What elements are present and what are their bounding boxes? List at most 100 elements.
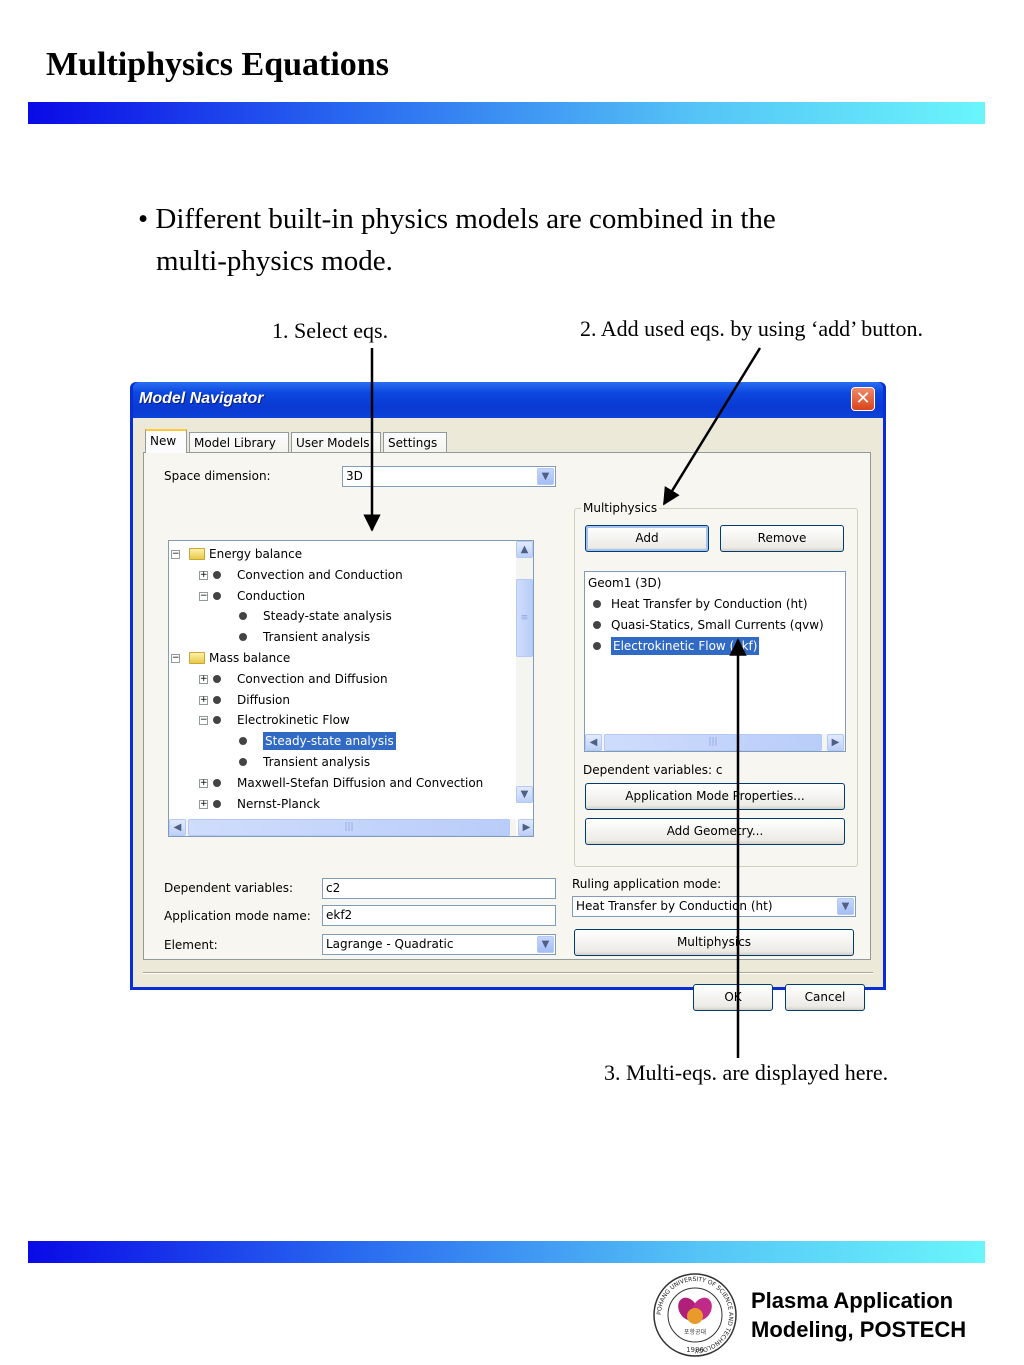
- scroll-thumb-h[interactable]: |||: [188, 819, 510, 836]
- tree-expand-icon[interactable]: +: [199, 777, 208, 788]
- tree-item[interactable]: Steady-state analysis: [263, 732, 396, 751]
- ok-button[interactable]: OK: [693, 984, 773, 1011]
- space-dimension-combo[interactable]: 3D ▼: [342, 466, 556, 487]
- gear-icon: [593, 621, 601, 629]
- tree-collapse-icon[interactable]: −: [199, 590, 208, 601]
- annotation-multi-eqs: 3. Multi-eqs. are displayed here.: [604, 1060, 889, 1085]
- tree-item[interactable]: Nernst-Planck: [237, 796, 321, 811]
- cancel-button[interactable]: Cancel: [785, 984, 865, 1011]
- gear-icon: [593, 642, 601, 650]
- multiphysics-button[interactable]: Multiphysics: [574, 929, 854, 956]
- scroll-left-button[interactable]: ◀: [169, 819, 186, 836]
- chevron-down-icon[interactable]: ▼: [537, 936, 554, 953]
- tab-pane-new: Space dimension: 3D ▼ ▲ ≡ ▼ ◀ ||| ▶ − Ene…: [143, 452, 871, 960]
- chevron-down-icon[interactable]: ▼: [537, 468, 554, 485]
- dialog-client: New Model Library User Models Settings S…: [133, 418, 883, 1011]
- tree-item[interactable]: Transient analysis: [263, 630, 371, 645]
- scroll-right-button[interactable]: ▶: [827, 734, 844, 751]
- tab-settings[interactable]: Settings: [383, 432, 447, 452]
- dependent-variables-label: Dependent variables:: [164, 881, 294, 895]
- tree-expand-icon[interactable]: +: [199, 569, 208, 580]
- dialog-divider: [143, 972, 873, 974]
- tree-item[interactable]: Convection and Conduction: [237, 567, 403, 582]
- scroll-thumb[interactable]: ≡: [516, 579, 533, 657]
- add-button[interactable]: Add: [585, 525, 709, 552]
- application-mode-name-label: Application mode name:: [164, 909, 311, 923]
- scroll-right-button[interactable]: ▶: [518, 819, 533, 836]
- gear-icon: [213, 591, 221, 600]
- tree-hscroll[interactable]: ◀ ||| ▶: [169, 819, 533, 836]
- element-value: Lagrange - Quadratic: [326, 937, 454, 951]
- folder-icon: [189, 548, 205, 560]
- postech-logo: POHANG UNIVERSITY OF SCIENCE AND TECHNOL…: [653, 1273, 737, 1357]
- tree-item[interactable]: Maxwell-Stefan Diffusion and Convection: [237, 775, 484, 790]
- tree-item[interactable]: Conduction: [237, 588, 306, 603]
- multiphysics-group-label: Multiphysics: [581, 501, 660, 515]
- tree-collapse-icon[interactable]: −: [199, 715, 208, 726]
- tree-item[interactable]: Electrokinetic Flow: [237, 713, 350, 728]
- footer-line-2: Modeling, POSTECH: [751, 1317, 967, 1342]
- application-mode-name-value: ekf2: [326, 908, 353, 922]
- tree-item[interactable]: Convection and Diffusion: [237, 671, 388, 686]
- slide-title: Multiphysics Equations: [46, 46, 389, 83]
- space-dimension-value: 3D: [346, 469, 363, 483]
- tree-item[interactable]: Transient analysis: [263, 755, 371, 769]
- dependent-variables-value: c2: [326, 881, 341, 895]
- scroll-up-button[interactable]: ▲: [516, 541, 533, 558]
- gear-icon: [239, 758, 247, 766]
- scroll-left-button[interactable]: ◀: [585, 734, 602, 751]
- gear-icon: [593, 600, 601, 608]
- geom-header: Geom1 (3D): [588, 576, 662, 590]
- multiphysics-mode-item[interactable]: Quasi-Statics, Small Currents (qvw): [611, 618, 824, 632]
- multiphysics-group: Multiphysics Add Remove Geom1 (3D) ◀ |||…: [574, 501, 858, 867]
- gear-icon: [239, 633, 247, 642]
- remove-button[interactable]: Remove: [720, 525, 844, 552]
- annotation-add-eqs: 2. Add used eqs. by using ‘add’ button.: [580, 316, 924, 341]
- multiphysics-mode-item[interactable]: Electrokinetic Flow (ekf): [611, 637, 760, 655]
- tree-expand-icon[interactable]: +: [199, 673, 208, 684]
- folder-icon: [189, 652, 205, 664]
- bullet-text: • Different built-in physics models are …: [138, 198, 776, 282]
- tree-expand-icon[interactable]: +: [199, 694, 208, 705]
- element-combo[interactable]: Lagrange - Quadratic ▼: [322, 934, 556, 955]
- ruling-combo[interactable]: Heat Transfer by Conduction (ht) ▼: [572, 896, 856, 917]
- tree-item[interactable]: Steady-state analysis: [263, 609, 392, 624]
- scroll-thumb-h[interactable]: |||: [604, 734, 822, 751]
- gear-icon: [239, 612, 247, 621]
- tab-model-library[interactable]: Model Library: [189, 432, 289, 452]
- scroll-down-button[interactable]: ▼: [516, 786, 533, 803]
- element-label: Element:: [164, 938, 218, 952]
- tree-item[interactable]: Mass balance: [209, 651, 291, 665]
- bullet-line-2: multi-physics mode.: [156, 245, 393, 277]
- dialog-title: Model Navigator: [139, 390, 264, 407]
- tab-user-models[interactable]: User Models: [291, 432, 381, 452]
- application-mode-name-input[interactable]: ekf2: [322, 905, 556, 926]
- multiphysics-listbox[interactable]: Geom1 (3D) ◀ ||| ▶ Heat Transfer by Cond…: [584, 571, 846, 752]
- gear-icon: [213, 695, 221, 704]
- top-gradient-band: [28, 102, 985, 124]
- add-geometry-button[interactable]: Add Geometry...: [585, 818, 845, 845]
- gear-icon: [213, 570, 221, 579]
- multiphysics-mode-item[interactable]: Heat Transfer by Conduction (ht): [611, 597, 808, 611]
- physics-tree[interactable]: ▲ ≡ ▼ ◀ ||| ▶ −Energy balance+Convection…: [168, 540, 534, 837]
- space-dimension-label: Space dimension:: [164, 469, 271, 483]
- gear-icon: [213, 674, 221, 683]
- tab-new[interactable]: New: [145, 429, 187, 453]
- tree-expand-icon[interactable]: +: [199, 798, 208, 809]
- tree-collapse-icon[interactable]: −: [171, 549, 180, 559]
- application-mode-properties-button[interactable]: Application Mode Properties...: [585, 783, 845, 810]
- ruling-label: Ruling application mode:: [572, 877, 722, 891]
- close-button[interactable]: ✕: [851, 387, 875, 411]
- close-icon: ✕: [855, 388, 871, 409]
- listbox-hscroll[interactable]: ◀ ||| ▶: [585, 734, 845, 751]
- tree-vscroll[interactable]: ▲ ≡ ▼: [516, 541, 533, 803]
- footer-text: Plasma Application Modeling, POSTECH: [751, 1286, 966, 1344]
- dialog-titlebar[interactable]: Model Navigator ✕: [133, 382, 883, 418]
- gear-icon: [213, 716, 221, 725]
- chevron-down-icon[interactable]: ▼: [837, 898, 854, 915]
- tree-collapse-icon[interactable]: −: [171, 653, 180, 663]
- tree-item[interactable]: Diffusion: [237, 692, 290, 707]
- gear-icon: [213, 778, 221, 787]
- dependent-variables-input[interactable]: c2: [322, 878, 556, 899]
- tree-item[interactable]: Energy balance: [209, 547, 303, 561]
